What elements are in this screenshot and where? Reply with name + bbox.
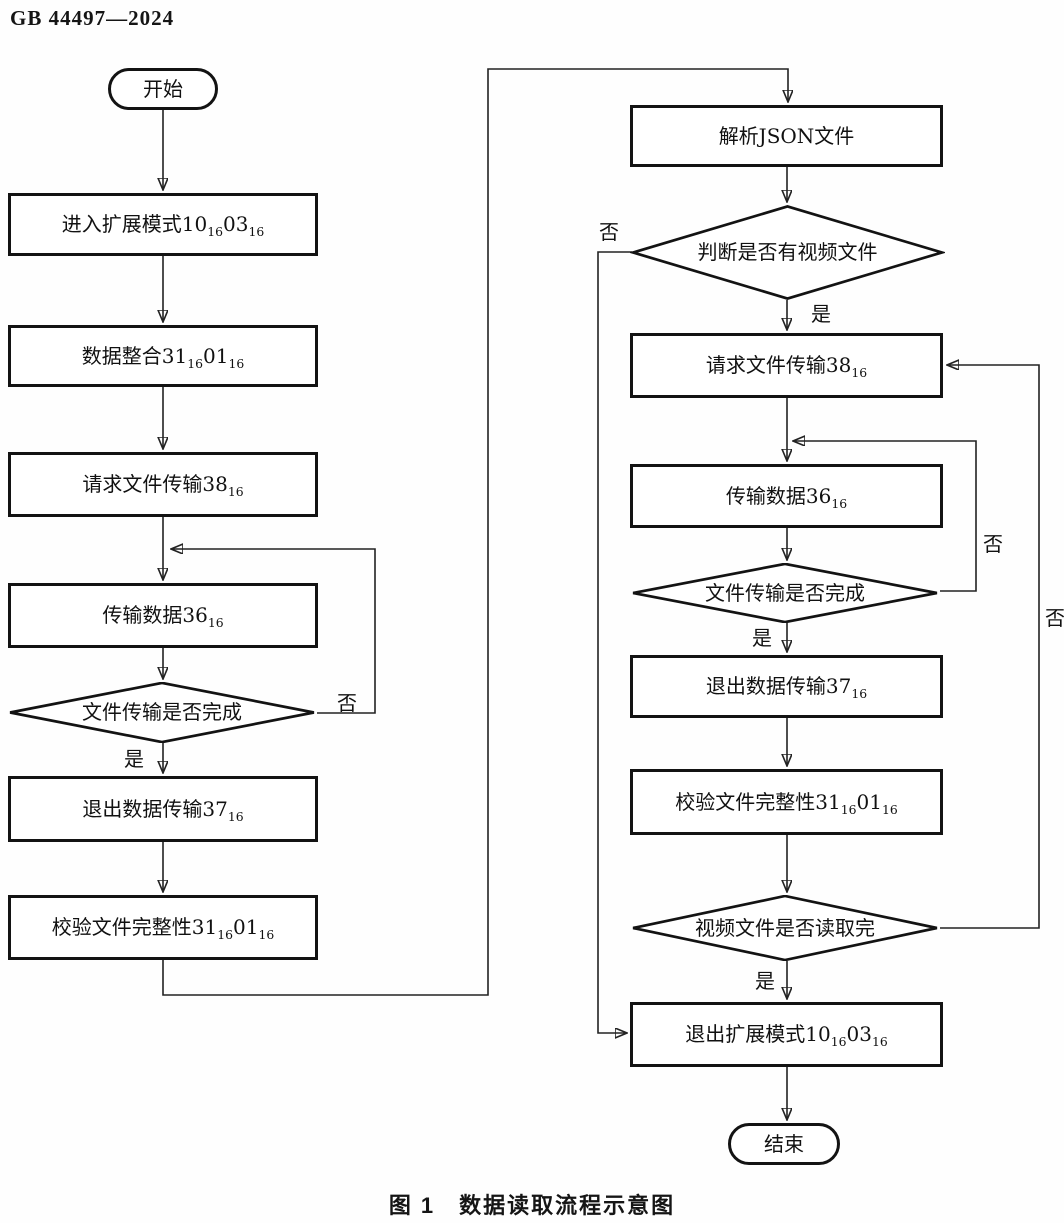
node-exit-data-transfer-left: 退出数据传输3716 xyxy=(8,776,318,842)
node-request-file-transfer-left-label: 请求文件传输3816 xyxy=(82,472,244,499)
decision-diamond-shape xyxy=(7,682,317,743)
node-start: 开始 xyxy=(108,68,218,110)
node-verify-file-integrity-right-label: 校验文件完整性31160116 xyxy=(675,789,898,817)
node-verify-file-integrity-left-label: 校验文件完整性31160116 xyxy=(51,915,275,942)
node-parse-json: 解析JSON文件 xyxy=(630,105,943,167)
node-parse-json-label: 解析JSON文件 xyxy=(718,123,855,148)
standard-number: GB 44497—2024 xyxy=(10,6,175,30)
decision-has-video-files-label: 判断是否有视频文件 xyxy=(697,240,878,264)
decision-has-video-files: 判断是否有视频文件 xyxy=(630,205,945,300)
node-exit-data-transfer-left-label: 退出数据传输3716 xyxy=(82,796,244,824)
decision-diamond-shape xyxy=(630,895,940,961)
decision-file-transfer-complete-right-label: 文件传输是否完成 xyxy=(705,580,865,605)
node-data-integration-label: 数据整合31160116 xyxy=(81,343,245,371)
node-exit-extended-mode: 退出扩展模式10160316 xyxy=(630,1002,943,1067)
figure-caption: 图 1 数据读取流程示意图 xyxy=(388,1193,676,1218)
branch-label-yes-file-transfer-right: 是 xyxy=(752,626,772,650)
node-start-label: 开始 xyxy=(143,76,183,101)
node-transfer-data-left: 传输数据3616 xyxy=(8,583,318,648)
node-request-file-transfer-right-label: 请求文件传输3816 xyxy=(705,353,868,380)
branch-label-yes-video-read: 是 xyxy=(755,969,775,993)
node-enter-extended-mode: 进入扩展模式10160316 xyxy=(8,193,318,256)
node-exit-data-transfer-right: 退出数据传输3716 xyxy=(630,655,943,718)
node-request-file-transfer-left: 请求文件传输3816 xyxy=(8,452,318,517)
branch-label-no-file-transfer-right: 否 xyxy=(983,532,1003,556)
decision-video-files-read: 视频文件是否读取完 xyxy=(630,895,940,961)
branch-label-no-has-video: 否 xyxy=(599,220,619,244)
node-transfer-data-right-label: 传输数据3616 xyxy=(725,483,848,511)
node-transfer-data-left-label: 传输数据3616 xyxy=(102,603,224,630)
decision-diamond-shape xyxy=(630,205,945,300)
node-enter-extended-mode-label: 进入扩展模式10160316 xyxy=(61,212,265,239)
node-request-file-transfer-right: 请求文件传输3816 xyxy=(630,333,943,398)
node-end: 结束 xyxy=(728,1123,840,1165)
branch-label-yes-has-video: 是 xyxy=(811,302,831,326)
node-data-integration: 数据整合31160116 xyxy=(8,325,318,387)
node-end-label: 结束 xyxy=(764,1131,804,1156)
decision-diamond-shape xyxy=(630,563,940,623)
branch-label-no-left: 否 xyxy=(337,691,357,715)
decision-file-transfer-complete-right: 文件传输是否完成 xyxy=(630,563,940,623)
node-verify-file-integrity-right: 校验文件完整性31160116 xyxy=(630,769,943,835)
decision-file-transfer-complete-left: 文件传输是否完成 xyxy=(7,682,317,743)
node-exit-data-transfer-right-label: 退出数据传输3716 xyxy=(705,674,868,701)
node-transfer-data-right: 传输数据3616 xyxy=(630,464,943,528)
node-exit-extended-mode-label: 退出扩展模式10160316 xyxy=(685,1022,888,1049)
decision-file-transfer-complete-left-label: 文件传输是否完成 xyxy=(82,700,242,724)
decision-video-files-read-label: 视频文件是否读取完 xyxy=(695,915,875,940)
node-verify-file-integrity-left: 校验文件完整性31160116 xyxy=(8,895,318,960)
branch-label-yes-left: 是 xyxy=(124,747,144,771)
branch-label-no-video-read: 否 xyxy=(1045,606,1064,630)
